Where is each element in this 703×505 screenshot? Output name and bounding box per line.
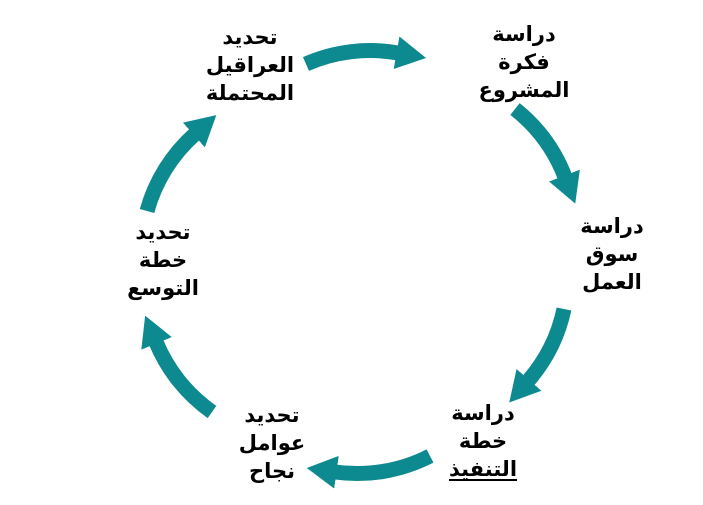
stage-label-line: المحتملة [205, 81, 295, 105]
stage-label-line: تحديد [222, 25, 278, 49]
stage-label-line: تحديد [244, 403, 300, 427]
stage-identify-expansion-plan: تحديد خطة التوسع [88, 218, 238, 302]
stage-label-line: نجاح [248, 459, 296, 483]
stage-label-line: التوسع [127, 276, 199, 300]
arrow-idea-to-market [510, 103, 580, 204]
stage-label-line: فكرة [498, 50, 550, 74]
stage-label-line: تحديد [135, 220, 191, 244]
arrow-success-to-expansion [141, 315, 217, 419]
stage-label-line: دراسة [580, 214, 644, 238]
stage-label-line: دراسة [451, 401, 515, 425]
arrow-implementation-to-success [306, 449, 434, 489]
stage-label-line: المشروع [478, 78, 570, 102]
stage-study-implementation-plan: دراسة خطة التنفيذ [408, 399, 558, 483]
stage-label-line: دراسة [492, 22, 556, 46]
arrow-expansion-to-obstacles [139, 115, 217, 214]
stage-identify-potential-obstacles: تحديد العراقيل المحتملة [175, 23, 325, 107]
stage-label-line: العراقيل [205, 53, 295, 77]
stage-label-line: خطة [458, 429, 508, 453]
arrow-market-to-implementation [509, 307, 572, 403]
stage-label-line: عوامل [238, 431, 306, 455]
stage-identify-success-factors: تحديد عوامل نجاح [197, 401, 347, 485]
stage-label-line: سوق [585, 242, 639, 266]
stage-study-labor-market: دراسة سوق العمل [537, 212, 687, 296]
stage-label-line: العمل [582, 270, 642, 294]
arrow-obstacles-to-idea [302, 36, 427, 71]
stage-label-line-underlined: التنفيذ [448, 457, 518, 481]
stage-label-line: خطة [138, 248, 188, 272]
stage-study-project-idea: دراسة فكرة المشروع [449, 20, 599, 104]
